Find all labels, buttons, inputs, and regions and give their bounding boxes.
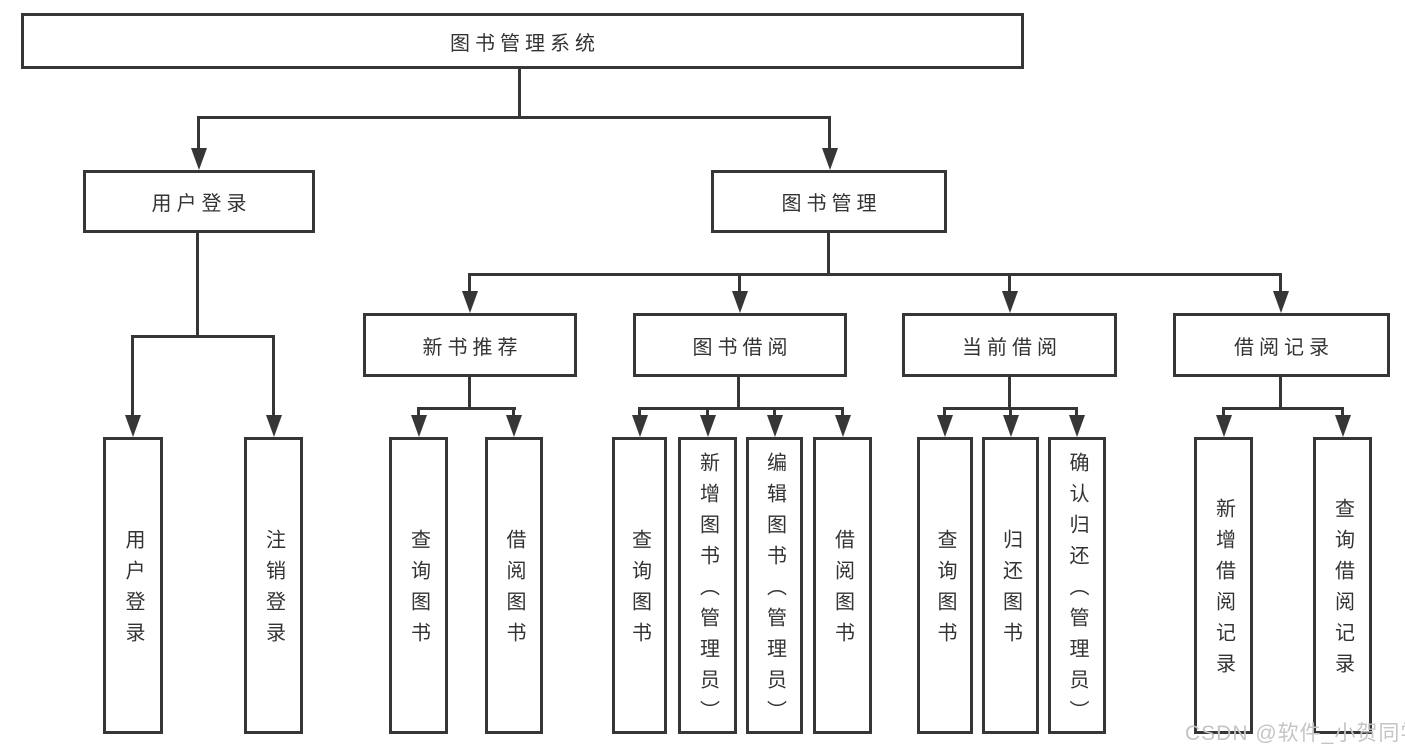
node-label: 新增图书（管理员） xyxy=(696,451,719,731)
node-book-management: 图书管理 xyxy=(711,170,947,233)
arrow-down-icon xyxy=(1001,273,1018,313)
arrow-down-icon xyxy=(461,273,478,313)
node-bb-query-books: 查询图书 xyxy=(612,437,667,734)
node-label: 新增借阅记录 xyxy=(1212,498,1235,684)
arrow-down-icon xyxy=(1068,407,1085,437)
arrow-down-icon xyxy=(505,407,522,437)
arrow-down-icon xyxy=(190,116,207,170)
connector-new-book-hline xyxy=(417,407,516,410)
node-br-query-record: 查询借阅记录 xyxy=(1313,437,1372,734)
connector-book-mgmt-hline xyxy=(468,273,1282,276)
connector-book-mgmt-vline xyxy=(827,233,830,275)
node-label: 确认归还（管理员） xyxy=(1066,451,1088,731)
node-bb-borrow-books: 借阅图书 xyxy=(813,437,872,734)
arrow-down-icon xyxy=(631,407,648,437)
connector-root-vline xyxy=(518,69,521,117)
node-label: 查询图书 xyxy=(934,529,956,653)
node-label: 归还图书 xyxy=(999,529,1022,653)
arrow-down-icon xyxy=(766,407,783,437)
node-user-login: 用户登录 xyxy=(83,170,315,233)
node-cb-confirm-return-admin: 确认归还（管理员） xyxy=(1048,437,1106,734)
connector-book-borrow-hline xyxy=(638,407,844,410)
node-label: 查询图书 xyxy=(628,529,651,653)
arrow-down-icon xyxy=(124,335,141,437)
node-borrow-records: 借阅记录 xyxy=(1173,313,1390,377)
node-nb-query-books: 查询图书 xyxy=(389,437,448,734)
node-cb-return-books: 归还图书 xyxy=(982,437,1039,734)
node-book-borrow: 图书借阅 xyxy=(633,313,847,377)
node-root: 图书管理系统 xyxy=(21,13,1024,69)
node-logout-leaf: 注销登录 xyxy=(244,437,303,734)
node-label: 借阅图书 xyxy=(503,529,525,653)
arrow-down-icon xyxy=(936,407,953,437)
node-label: 查询图书 xyxy=(407,529,430,653)
node-cb-query-books: 查询图书 xyxy=(917,437,973,734)
arrow-down-icon xyxy=(821,116,838,170)
node-label: 编辑图书（管理员） xyxy=(763,451,786,731)
connector-borrow-records-vline xyxy=(1279,377,1282,408)
node-br-add-record: 新增借阅记录 xyxy=(1194,437,1253,734)
node-label: 用户登录 xyxy=(122,529,144,653)
connector-user-login-hline xyxy=(131,335,275,338)
connector-book-borrow-vline xyxy=(737,377,740,408)
node-current-borrow: 当前借阅 xyxy=(902,313,1117,377)
node-user-login-leaf: 用户登录 xyxy=(103,437,163,734)
connector-new-book-vline xyxy=(468,377,471,408)
node-nb-borrow-books: 借阅图书 xyxy=(485,437,543,734)
node-label: 查询借阅记录 xyxy=(1331,498,1354,684)
arrow-down-icon xyxy=(265,335,282,437)
node-new-book-recommend: 新书推荐 xyxy=(363,313,577,377)
arrow-down-icon xyxy=(1334,407,1351,437)
connector-user-login-vline xyxy=(196,233,199,337)
arrow-down-icon xyxy=(699,407,716,437)
csdn-watermark: CSDN @软件_小贺同学 xyxy=(1185,722,1405,745)
arrow-down-icon xyxy=(731,273,748,313)
node-label: 借阅图书 xyxy=(831,529,854,653)
arrow-down-icon xyxy=(834,407,851,437)
node-bb-edit-books-admin: 编辑图书（管理员） xyxy=(746,437,803,734)
connector-borrow-records-hline xyxy=(1222,407,1344,410)
arrow-down-icon xyxy=(410,407,427,437)
connector-root-hline xyxy=(197,116,831,119)
node-bb-add-books-admin: 新增图书（管理员） xyxy=(678,437,737,734)
node-label: 注销登录 xyxy=(262,529,285,653)
arrow-down-icon xyxy=(1272,273,1289,313)
arrow-down-icon xyxy=(1215,407,1232,437)
arrow-down-icon xyxy=(1002,407,1019,437)
connector-current-borrow-vline xyxy=(1008,377,1011,408)
